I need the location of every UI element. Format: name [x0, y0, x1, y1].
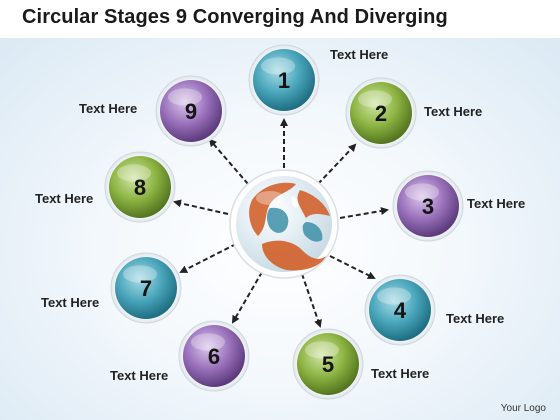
stage-number-9: 9 — [185, 99, 197, 124]
arrow-to-stage-3 — [339, 207, 389, 219]
stage-number-8: 8 — [134, 175, 146, 200]
stage-label-7: Text Here — [41, 295, 100, 310]
stage-highlight — [357, 90, 393, 108]
stage-number-1: 1 — [278, 68, 290, 93]
stage-circle-9: 9 — [155, 75, 227, 147]
logo-text: Your Logo — [500, 403, 546, 414]
stage-fill — [350, 82, 412, 144]
stage-number-7: 7 — [140, 276, 152, 301]
stage-fill — [297, 333, 359, 395]
stage-highlight — [116, 164, 152, 182]
stage-label-9: Text Here — [79, 101, 138, 116]
stage-highlight — [304, 341, 340, 359]
stage-circle-8: 8 — [104, 151, 176, 223]
stage-fill — [253, 49, 315, 111]
stage-circle-4: 4 — [364, 274, 436, 346]
stage-number-2: 2 — [375, 101, 387, 126]
stage-fill — [109, 156, 171, 218]
arrow-to-stage-2 — [317, 143, 357, 185]
stage-label-6: Text Here — [110, 368, 169, 383]
stage-circle-5: 5 — [292, 328, 364, 400]
stage-number-4: 4 — [394, 298, 407, 323]
arrow-to-stage-6 — [231, 271, 263, 324]
stage-number-6: 6 — [208, 344, 220, 369]
stage-number-5: 5 — [322, 352, 334, 377]
stage-circle-6: 6 — [178, 320, 250, 392]
arrow-to-stage-5 — [301, 273, 322, 328]
stage-fill — [115, 257, 177, 319]
stage-fill — [160, 80, 222, 142]
stage-fill — [183, 325, 245, 387]
stage-circle-3: 3 — [392, 170, 464, 242]
arrow-to-stage-4 — [329, 255, 376, 279]
stage-highlight — [404, 183, 440, 201]
arrow-to-stage-8 — [173, 199, 229, 215]
stage-label-4: Text Here — [446, 311, 505, 326]
stage-highlight — [376, 287, 412, 305]
stage-circle-7: 7 — [110, 252, 182, 324]
globe-icon — [229, 169, 339, 279]
stage-label-3: Text Here — [467, 196, 526, 211]
stage-highlight — [122, 265, 158, 283]
stage-fill — [397, 175, 459, 237]
arrow-to-stage-9 — [208, 138, 249, 185]
stage-highlight — [260, 57, 296, 75]
stage-label-2: Text Here — [424, 104, 483, 119]
stage-label-5: Text Here — [371, 366, 430, 381]
stage-fill — [369, 279, 431, 341]
stage-highlight — [167, 88, 203, 106]
stage-circle-1: 1 — [248, 44, 320, 116]
stage-highlight — [190, 333, 226, 351]
stage-number-3: 3 — [422, 194, 434, 219]
stages-layer: 1 2 3 4 5 6 7 8 9 — [104, 44, 464, 400]
arrows-layer — [173, 118, 389, 328]
arrow-to-stage-7 — [179, 243, 237, 273]
stage-label-8: Text Here — [35, 191, 94, 206]
page-title: Circular Stages 9 Converging And Divergi… — [22, 6, 448, 28]
stage-circle-2: 2 — [345, 77, 417, 149]
stage-label-1: Text Here — [330, 47, 389, 62]
